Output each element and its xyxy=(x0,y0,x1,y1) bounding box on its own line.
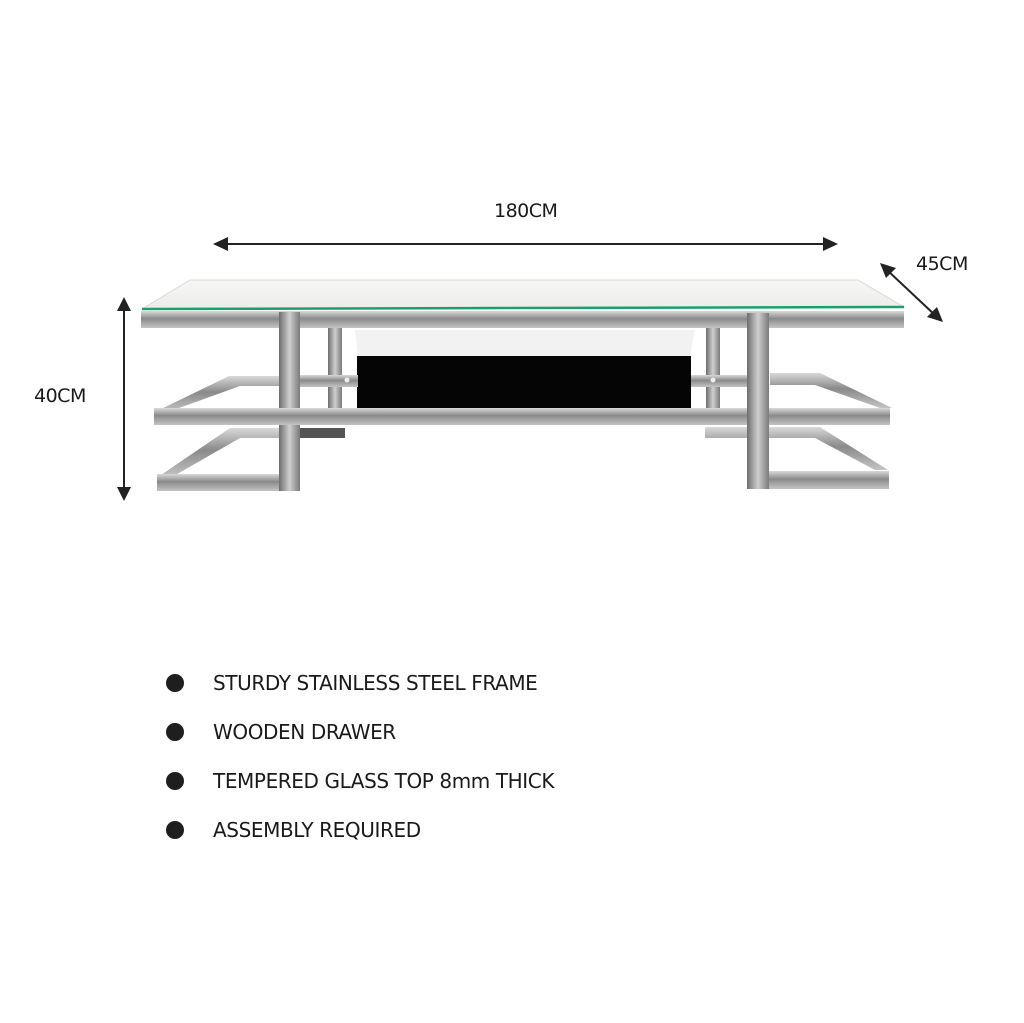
mid-rail-right xyxy=(691,375,751,387)
feature-item: TEMPERED GLASS TOP 8mm THICK xyxy=(166,756,554,805)
right-leg-frame xyxy=(705,313,892,489)
bolt xyxy=(344,377,350,383)
feature-text: TEMPERED GLASS TOP 8mm THICK xyxy=(213,768,555,793)
width-dimension-label: 180CM xyxy=(494,200,558,222)
width-arrow xyxy=(213,237,838,251)
drawer-shelf xyxy=(355,330,695,356)
feature-item: WOODEN DRAWER xyxy=(166,707,554,756)
feature-list: STURDY STAINLESS STEEL FRAME WOODEN DRAW… xyxy=(166,658,554,854)
height-dimension-label: 40CM xyxy=(34,385,86,407)
bullet-icon xyxy=(166,820,184,839)
rear-post-left xyxy=(328,328,342,410)
feature-text: ASSEMBLY REQUIRED xyxy=(213,817,421,842)
mid-rail-left xyxy=(300,375,358,387)
drawer xyxy=(357,356,691,409)
glass-top xyxy=(140,279,906,311)
left-leg-frame xyxy=(155,312,345,491)
product-diagram xyxy=(117,237,943,501)
bullet-icon xyxy=(166,722,184,741)
feature-text: WOODEN DRAWER xyxy=(213,719,396,744)
feature-item: ASSEMBLY REQUIRED xyxy=(166,805,554,854)
bullet-icon xyxy=(166,673,184,692)
bolt xyxy=(710,377,716,383)
depth-arrow xyxy=(880,263,943,322)
bullet-icon xyxy=(166,771,184,790)
height-arrow xyxy=(117,297,131,501)
rear-post-right xyxy=(706,328,720,410)
depth-dimension-label: 45CM xyxy=(916,253,968,275)
top-apron xyxy=(141,311,904,328)
shelf-front-rail xyxy=(154,408,890,425)
feature-item: STURDY STAINLESS STEEL FRAME xyxy=(166,658,554,707)
feature-text: STURDY STAINLESS STEEL FRAME xyxy=(213,670,538,695)
